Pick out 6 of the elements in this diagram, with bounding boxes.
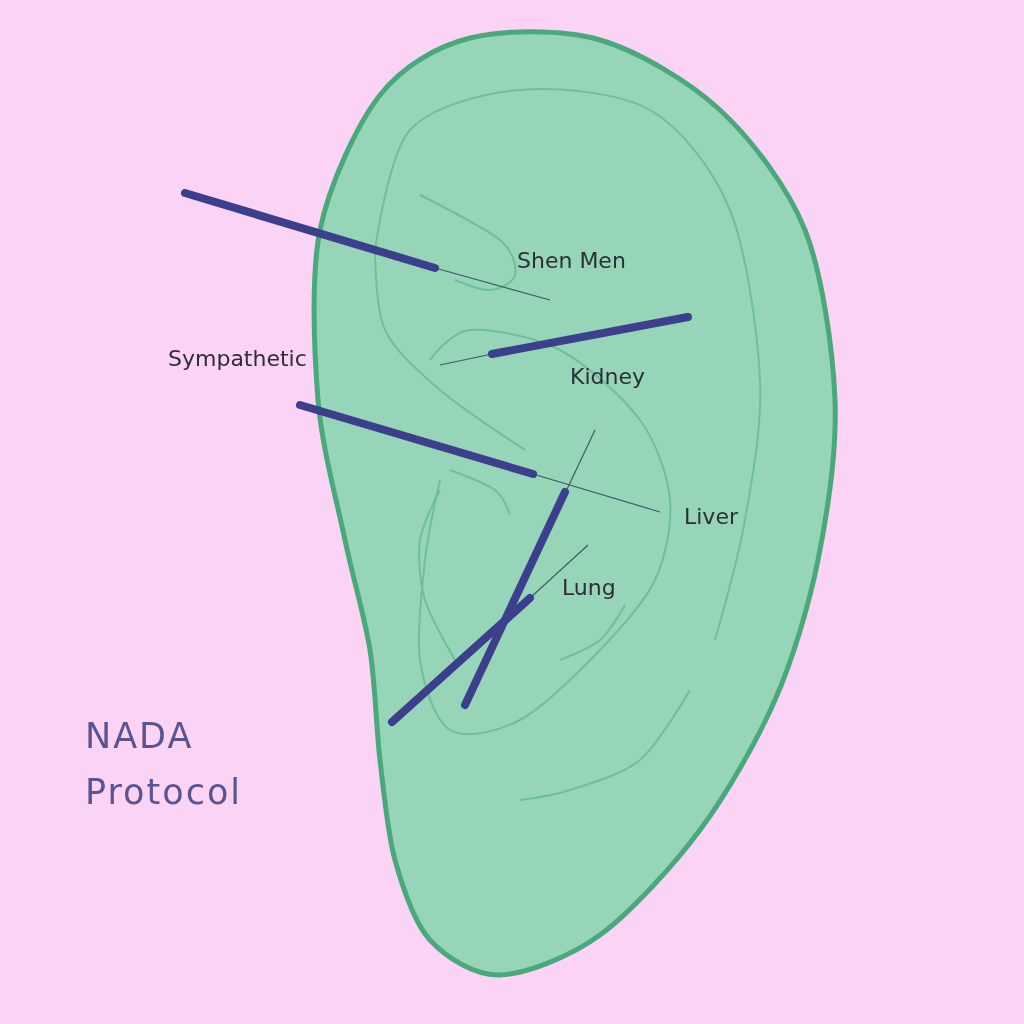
point-label: Sympathetic	[168, 348, 307, 370]
point-label: Lung	[562, 577, 616, 599]
title: NADA Protocol	[85, 715, 244, 814]
point-label: Kidney	[570, 366, 645, 388]
point-label: Shen Men	[517, 250, 626, 272]
point-label: Liver	[684, 506, 738, 528]
